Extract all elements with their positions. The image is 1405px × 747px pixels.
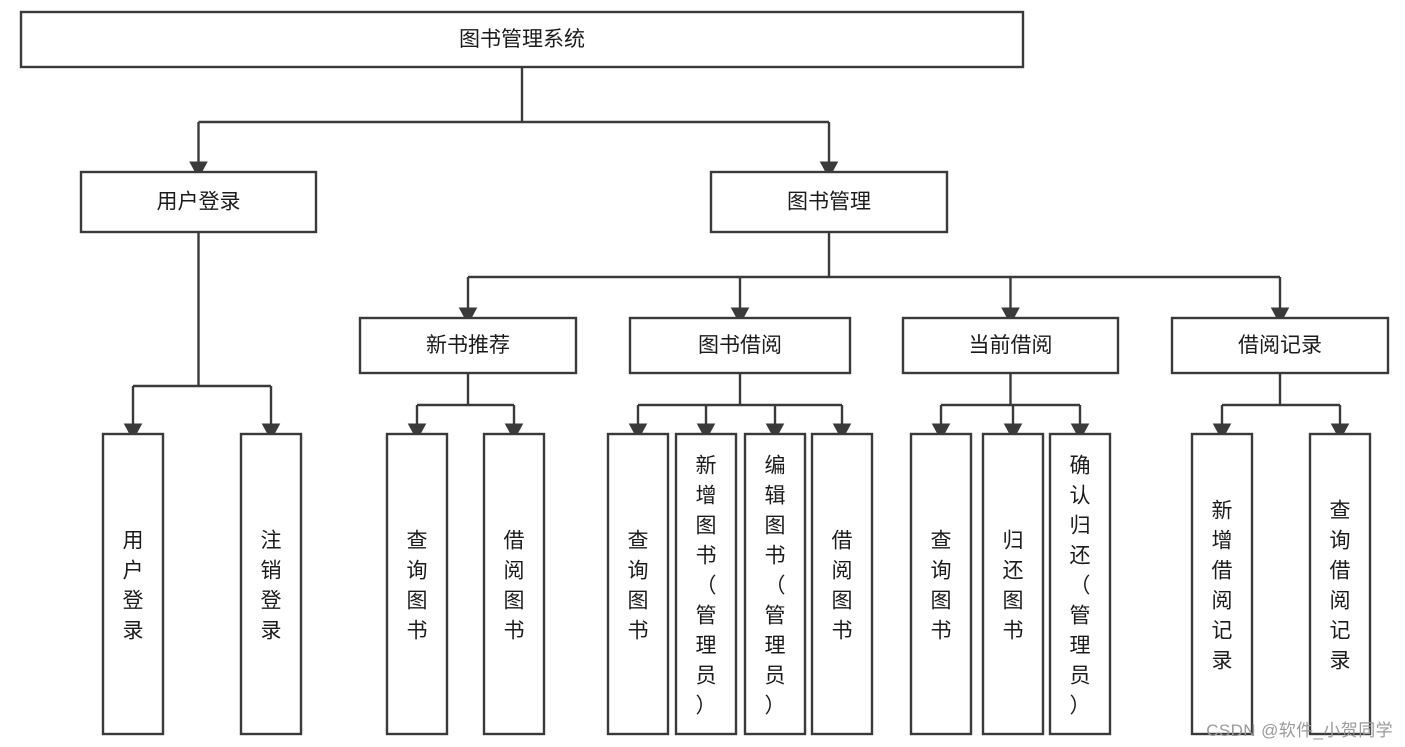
node-leaf-return-book[interactable]: 归还图书 [981, 432, 1045, 736]
node-new-book-recommend[interactable]: 新书推荐 [358, 316, 578, 375]
connector-group-book-management [458, 232, 1290, 325]
node-label-leaf-return-book: 归还图书 [1003, 529, 1024, 642]
node-box-current-borrow [901, 316, 1120, 375]
node-label-leaf-query-book-recommend: 查询图书 [407, 529, 428, 642]
node-label-leaf-borrow-book-recommend: 借阅图书 [504, 529, 525, 642]
node-leaf-borrow-book-recommend[interactable]: 借阅图书 [482, 432, 546, 736]
node-box-leaf-add-book-admin [674, 432, 738, 736]
node-box-book-management [709, 170, 949, 234]
node-box-leaf-query-book-current [909, 432, 973, 736]
node-box-leaf-confirm-return-admin [1048, 432, 1112, 736]
node-label-root: 图书管理系统 [459, 28, 585, 51]
node-leaf-add-borrow-record[interactable]: 新增借阅记录 [1190, 432, 1254, 736]
node-box-leaf-edit-book-admin [743, 432, 807, 736]
node-box-leaf-logout-login [239, 432, 303, 736]
node-label-leaf-query-book-borrow: 查询图书 [628, 529, 649, 642]
node-label-new-book-recommend: 新书推荐 [426, 334, 510, 357]
node-leaf-user-login[interactable]: 用户登录 [101, 432, 165, 736]
node-leaf-query-book-borrow[interactable]: 查询图书 [606, 432, 670, 736]
node-box-leaf-add-borrow-record [1190, 432, 1254, 736]
node-label-leaf-edit-book-admin: 编辑图书（管理员） [765, 454, 786, 717]
node-box-borrow-record [1170, 316, 1390, 375]
node-box-leaf-return-book [981, 432, 1045, 736]
node-box-leaf-query-book-recommend [385, 432, 449, 736]
node-box-book-borrow [628, 316, 852, 375]
node-label-leaf-logout-login: 注销登录 [261, 529, 282, 642]
node-leaf-query-borrow-record[interactable]: 查询借阅记录 [1308, 432, 1372, 736]
node-layer: 图书管理系统用户登录图书管理新书推荐图书借阅当前借阅借阅记录用户登录注销登录查询… [19, 10, 1390, 736]
node-label-leaf-query-borrow-record: 查询借阅记录 [1330, 499, 1351, 672]
node-leaf-add-book-admin[interactable]: 新增图书（管理员） [674, 432, 738, 736]
node-label-leaf-user-login: 用户登录 [123, 529, 144, 642]
connector-group-new-book-recommend [407, 373, 524, 441]
node-root[interactable]: 图书管理系统 [19, 10, 1025, 69]
node-leaf-edit-book-admin[interactable]: 编辑图书（管理员） [743, 432, 807, 736]
node-label-leaf-add-borrow-record: 新增借阅记录 [1212, 499, 1233, 672]
node-box-leaf-user-login [101, 432, 165, 736]
node-box-new-book-recommend [358, 316, 578, 375]
connector-group-book-borrow [628, 373, 852, 441]
node-box-leaf-borrow-book-recommend [482, 432, 546, 736]
node-leaf-borrow-book[interactable]: 借阅图书 [810, 432, 874, 736]
node-leaf-query-book-recommend[interactable]: 查询图书 [385, 432, 449, 736]
node-label-current-borrow: 当前借阅 [969, 334, 1053, 357]
node-box-leaf-query-book-borrow [606, 432, 670, 736]
node-box-leaf-borrow-book [810, 432, 874, 736]
node-user-login[interactable]: 用户登录 [79, 170, 318, 234]
node-label-leaf-confirm-return-admin: 确认归还（管理员） [1070, 454, 1091, 717]
node-leaf-query-book-current[interactable]: 查询图书 [909, 432, 973, 736]
node-box-user-login [79, 170, 318, 234]
connector-group-root [189, 67, 839, 179]
node-box-root [19, 10, 1025, 69]
connector-group-current-borrow [931, 373, 1090, 441]
node-label-leaf-borrow-book: 借阅图书 [832, 529, 853, 642]
node-box-leaf-query-borrow-record [1308, 432, 1372, 736]
node-leaf-confirm-return-admin[interactable]: 确认归还（管理员） [1048, 432, 1112, 736]
node-label-borrow-record: 借阅记录 [1238, 334, 1322, 357]
node-borrow-record[interactable]: 借阅记录 [1170, 316, 1390, 375]
node-label-book-management: 图书管理 [787, 191, 871, 214]
connector-group-borrow-record [1212, 373, 1350, 441]
node-current-borrow[interactable]: 当前借阅 [901, 316, 1120, 375]
node-book-borrow[interactable]: 图书借阅 [628, 316, 852, 375]
node-label-user-login: 用户登录 [157, 191, 241, 214]
connector-group-user-login [123, 232, 281, 441]
node-label-book-borrow: 图书借阅 [698, 334, 782, 357]
node-label-leaf-add-book-admin: 新增图书（管理员） [696, 454, 717, 717]
node-book-management[interactable]: 图书管理 [709, 170, 949, 234]
connector-layer [123, 67, 1350, 441]
node-label-leaf-query-book-current: 查询图书 [931, 529, 952, 642]
node-leaf-logout-login[interactable]: 注销登录 [239, 432, 303, 736]
